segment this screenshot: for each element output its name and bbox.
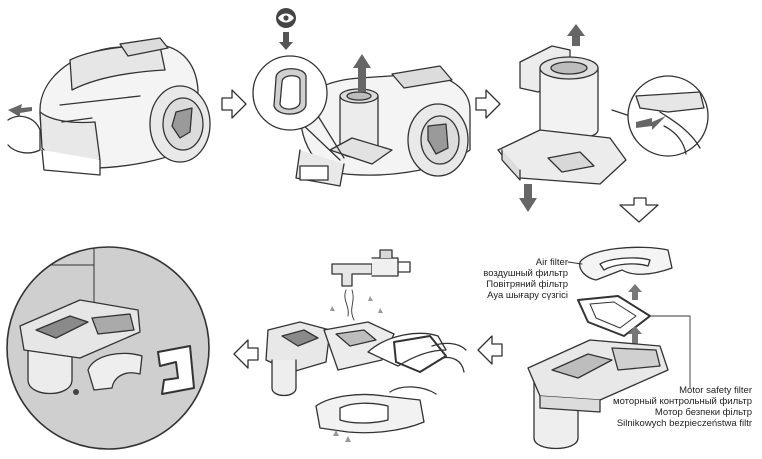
pull-arrow-icon — [8, 104, 32, 117]
air-filter-label-en: Air filter — [535, 257, 568, 268]
air-filter-part — [579, 246, 673, 281]
step-arrow-icon — [475, 89, 501, 119]
step-arrow-down-icon — [619, 197, 659, 223]
up-arrow-icon — [628, 284, 642, 300]
motor-filter-leader — [649, 315, 691, 389]
air-filter-label: Air filter воздушный фильтр Повітряний ф… — [452, 257, 568, 301]
motor-filter-label-uk: Мотор безпеки фільтр — [654, 407, 752, 418]
step-5-washing — [265, 249, 467, 442]
step-arrow-icon — [221, 89, 247, 119]
down-arrow-icon — [279, 32, 293, 50]
step-arrow-left-icon — [477, 335, 503, 365]
up-arrow-icon — [628, 326, 642, 344]
air-filter-label-kk: Ауа шығару сүзгісі — [487, 290, 568, 301]
air-filter-label-ru: воздушный фильтр — [483, 268, 568, 279]
air-filter-leader — [567, 261, 583, 265]
motor-filter-label-en: Motor safety filter — [679, 385, 752, 396]
motor-safety-filter-part — [577, 295, 651, 337]
motor-filter-label-ru: моторный контрольный фильтр — [613, 396, 752, 407]
step-arrow-left-icon — [233, 339, 259, 369]
motor-filter-label: Motor safety filter моторный контрольный… — [568, 385, 752, 429]
step-4-open-container — [527, 339, 669, 450]
up-arrow-icon — [567, 24, 585, 46]
step-6-zoom-reassembly — [6, 246, 210, 450]
latch-zoom-bubble — [611, 75, 709, 157]
step-2-vacuum-open — [295, 65, 471, 187]
eye-icon — [276, 8, 296, 28]
filter-zoom-bubble — [252, 55, 345, 161]
motor-filter-label-pl: Silnikowych bezpieczeństwa filtr — [616, 418, 752, 429]
air-filter-label-uk: Повітряний фільтр — [486, 279, 568, 290]
up-arrow-icon — [353, 54, 371, 92]
down-arrow-icon — [519, 184, 537, 212]
step-1-vacuum-cleaner — [7, 37, 211, 176]
press-arrow-icon — [636, 116, 666, 130]
step-3-dust-container — [497, 45, 627, 185]
